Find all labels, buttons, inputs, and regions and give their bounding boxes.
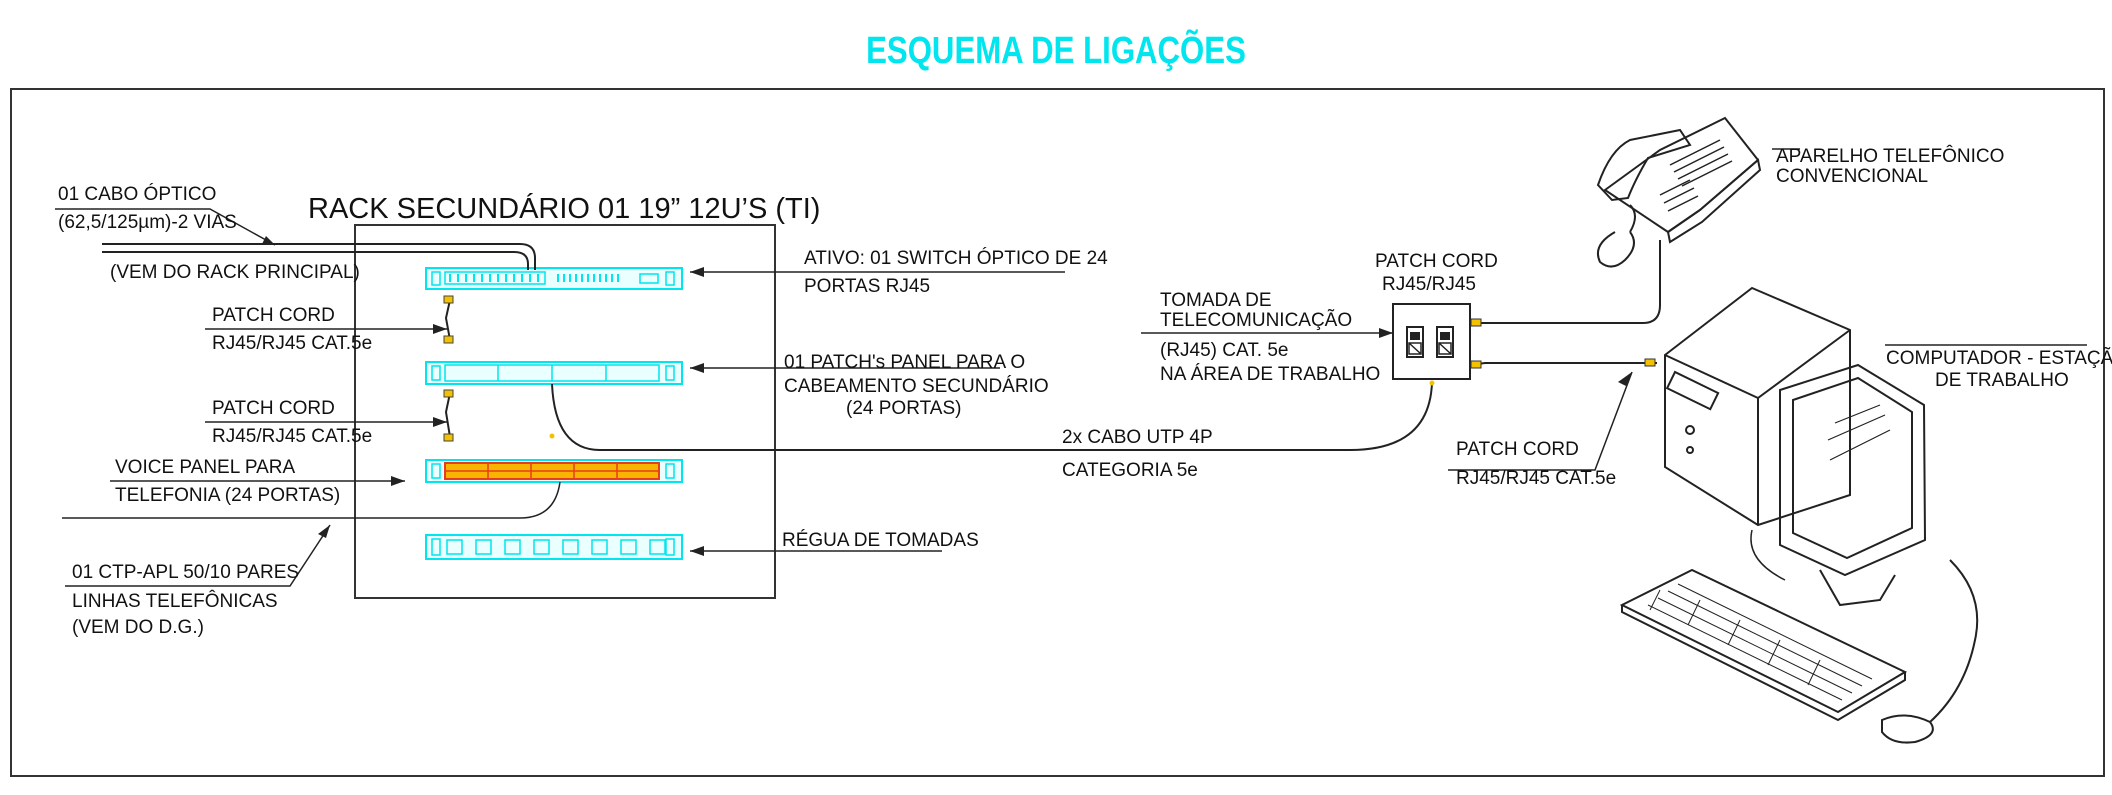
leader-lines-left — [55, 208, 447, 587]
label-optical-cable-1: 01 CABO ÓPTICO — [58, 183, 216, 205]
monitor-icon — [1779, 363, 1927, 607]
rack-box — [354, 224, 776, 599]
label-outlet-2: TELECOMUNICAÇÃO — [1160, 309, 1352, 331]
label-outlet-4: NA ÁREA DE TRABALHO — [1160, 364, 1380, 385]
label-optical-cable-2: (62,5/125µm)-2 VIAS — [58, 212, 237, 233]
label-ctp-3: (VEM DO D.G.) — [72, 617, 204, 638]
utp-cable — [551, 381, 1433, 451]
label-phone-2: CONVENCIONAL — [1776, 166, 1928, 187]
keyboard-icon — [1619, 568, 1908, 722]
label-patch-cord-a-1: PATCH CORD — [212, 305, 335, 326]
label-utp-2: CATEGORIA 5e — [1062, 460, 1198, 481]
patch-panel — [425, 361, 683, 385]
power-strip — [425, 534, 683, 560]
label-utp-1: 2x CABO UTP 4P — [1062, 427, 1213, 448]
label-voice-panel-2: TELEFONIA (24 PORTAS) — [115, 485, 340, 506]
label-patch-panel-1: 01 PATCH's PANEL PARA O — [784, 352, 1025, 373]
label-wall-patch-2: RJ45/RJ45 — [1382, 274, 1476, 295]
label-switch-1: ATIVO: 01 SWITCH ÓPTICO DE 24 — [804, 247, 1108, 269]
label-outlet-1: TOMADA DE — [1160, 290, 1272, 311]
computer-cord — [1469, 362, 1657, 366]
computer-tower-icon — [1664, 286, 1851, 527]
drawing-frame — [10, 88, 2105, 777]
arrowheads-right — [690, 267, 704, 556]
label-ctp-2: LINHAS TELEFÔNICAS — [72, 590, 278, 612]
label-computer-2: DE TRABALHO — [1935, 370, 2069, 391]
label-computer-1: COMPUTADOR - ESTAÇÃO — [1886, 347, 2112, 369]
rack-patch-cords — [444, 299, 451, 438]
leader-lines-right — [690, 271, 1065, 552]
label-patch-cord-b-2: RJ45/RJ45 CAT.5e — [212, 426, 372, 447]
label-optical-cable-3: (VEM DO RACK PRINCIPAL) — [110, 262, 360, 283]
label-pc-patch-1: PATCH CORD — [1456, 439, 1579, 460]
label-wall-patch-1: PATCH CORD — [1375, 251, 1498, 272]
label-power-strip: RÉGUA DE TOMADAS — [782, 530, 979, 551]
label-ctp-1: 01 CTP-APL 50/10 PARES — [72, 562, 299, 583]
rack-title: RACK SECUNDÁRIO 01 19” 12U’S (TI) — [308, 192, 820, 225]
label-patch-panel-3: (24 PORTAS) — [846, 398, 961, 419]
phone-cord — [1470, 240, 1661, 324]
telephone-icon — [1596, 116, 1762, 268]
label-patch-cord-a-2: RJ45/RJ45 CAT.5e — [212, 333, 372, 354]
telecom-outlet — [1392, 303, 1471, 380]
diagram-title: ESQUEMA DE LIGAÇÕES — [866, 30, 1246, 72]
label-switch-2: PORTAS RJ45 — [804, 276, 930, 297]
label-patch-panel-2: CABEAMENTO SECUNDÁRIO — [784, 376, 1049, 397]
ctp-cable-line — [62, 481, 561, 519]
label-pc-patch-2: RJ45/RJ45 CAT.5e — [1456, 468, 1616, 489]
label-voice-panel-1: VOICE PANEL PARA — [115, 457, 296, 478]
voice-panel — [425, 459, 683, 483]
label-outlet-3: (RJ45) CAT. 5e — [1160, 340, 1288, 361]
arrowheads-left — [262, 236, 447, 538]
mouse-icon — [1881, 559, 1979, 744]
label-patch-cord-b-1: PATCH CORD — [212, 398, 335, 419]
label-phone-1: APARELHO TELEFÔNICO — [1776, 145, 2004, 167]
optical-cable-line — [102, 243, 536, 270]
optical-switch — [425, 267, 683, 290]
